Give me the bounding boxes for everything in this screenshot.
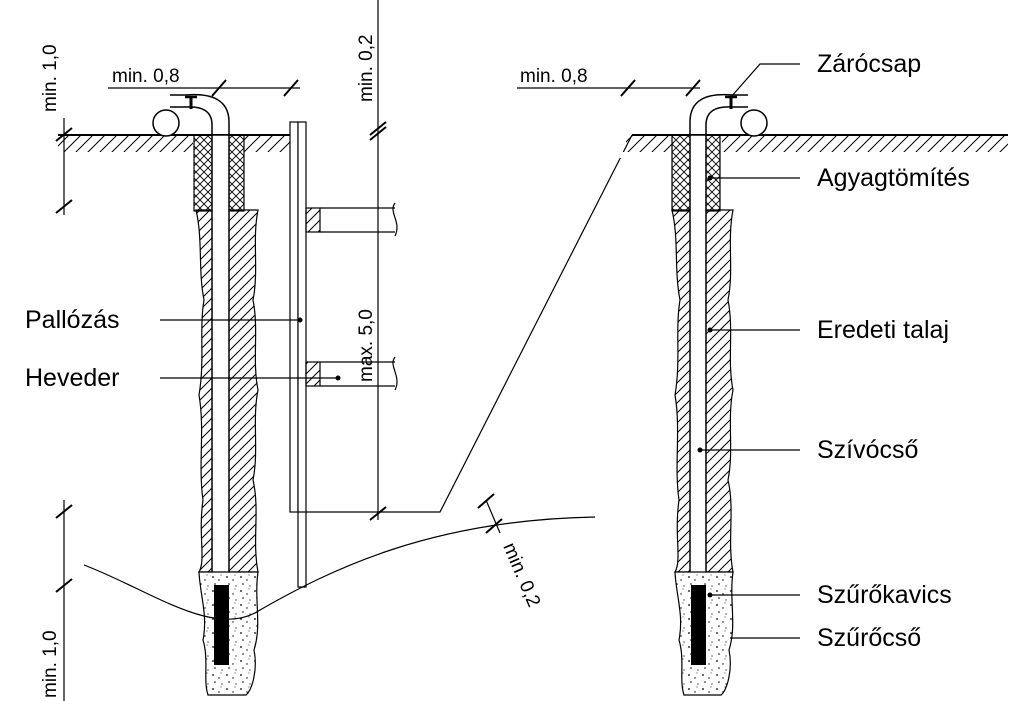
left-suction-pipe	[211, 134, 230, 586]
right-well	[620, 93, 1010, 696]
label-heveder: Heveder	[25, 364, 120, 392]
dim-label-min-0-8-right: min. 0,8	[520, 66, 588, 87]
dim-label-min-0-2-top: min. 0,2	[356, 34, 377, 102]
left-well	[58, 93, 633, 696]
sheet-piling-lower	[297, 121, 307, 588]
label-pallozas: Pallózás	[25, 306, 120, 334]
excavation-line	[298, 134, 633, 513]
sheet-piling	[289, 121, 299, 513]
right-pipe-head	[689, 93, 768, 137]
label-szurokavics: Szűrőkavics	[817, 581, 952, 609]
dim-label-min-0-8-left: min. 0,8	[112, 66, 180, 87]
right-filter-tube	[691, 585, 706, 665]
left-pipe-head	[152, 93, 230, 137]
dim-min-1-0-top	[55, 118, 73, 215]
dim-min-1-0-bottom	[55, 500, 73, 701]
dim-min-0-8-right	[517, 79, 701, 97]
dim-max-5-0	[369, 0, 387, 521]
dim-min-0-2-bottom	[477, 493, 503, 534]
dim-label-min-1-0-top: min. 1,0	[40, 44, 61, 112]
left-filter-tube	[214, 585, 229, 665]
groundwater-curve	[83, 516, 596, 620]
leader-dots	[297, 175, 713, 598]
right-suction-pipe	[689, 134, 707, 586]
dim-label-max-5-0: max. 5,0	[356, 309, 377, 382]
label-szurocso: Szűrőcső	[817, 624, 921, 652]
waler-upper	[305, 202, 398, 237]
label-eredeti-talaj: Eredeti talaj	[817, 316, 949, 344]
dim-label-min-0-2-bottom: min. 0,2	[498, 540, 544, 610]
label-zarocsap: Zárócsap	[817, 50, 921, 78]
right-ground-surface	[620, 134, 1010, 158]
waler-lower	[305, 356, 398, 391]
left-ground-surface	[58, 134, 298, 158]
leader-lines	[160, 63, 800, 639]
label-szivocso: Szívócső	[817, 436, 918, 464]
dim-min-0-8-left	[108, 79, 300, 97]
dim-label-min-1-0-bottom: min. 1,0	[40, 630, 61, 698]
label-agyagtomites: Agyagtömítés	[817, 164, 970, 192]
